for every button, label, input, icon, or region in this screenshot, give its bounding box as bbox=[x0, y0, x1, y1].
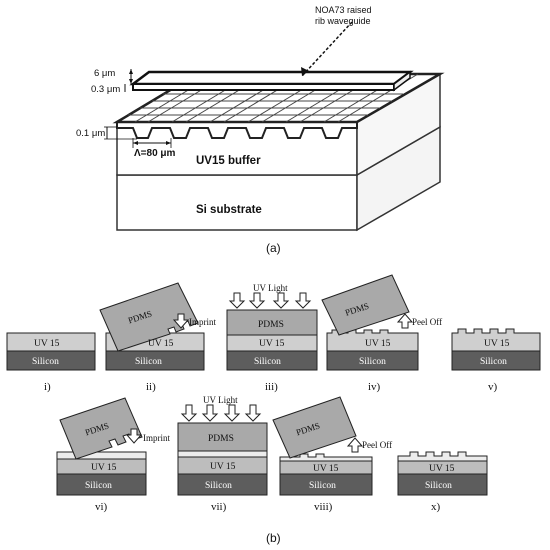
pdms-label: PDMS bbox=[208, 434, 234, 444]
figure-b-process-diagram: UV 15 Silicon i) PDMS Imprint UV 15 Sili… bbox=[6, 274, 541, 513]
silicon-layer bbox=[226, 350, 318, 371]
uv-light-arrows bbox=[228, 292, 312, 309]
waveguide-annotation-arrow bbox=[301, 21, 353, 77]
silicon-layer bbox=[56, 473, 147, 496]
pdms-stamp bbox=[177, 422, 268, 452]
step-i: UV 15 Silicon i) bbox=[6, 332, 96, 393]
step-label: ii) bbox=[146, 381, 156, 393]
grating-front-profile bbox=[116, 122, 358, 139]
uv15-top-layer bbox=[397, 451, 488, 462]
silicon-label: Silicon bbox=[480, 357, 507, 367]
step-label: vii) bbox=[211, 501, 227, 513]
peel-off-arrow bbox=[396, 313, 414, 329]
step-label: i) bbox=[44, 381, 51, 393]
caption-b: (b) bbox=[266, 531, 281, 545]
silicon-label: Silicon bbox=[135, 357, 162, 367]
peel-off-label: Peel Off bbox=[362, 440, 392, 450]
silicon-label: Silicon bbox=[309, 481, 336, 491]
pdms-stamp bbox=[321, 274, 410, 336]
rib-waveguide-front bbox=[132, 83, 395, 91]
pdms-stamp bbox=[59, 397, 143, 460]
uv15-top-layer bbox=[177, 450, 268, 458]
uv-light-arrows bbox=[180, 404, 262, 422]
pdms-stamp bbox=[99, 282, 199, 352]
silicon-layer bbox=[177, 473, 268, 496]
uv15-label: UV 15 bbox=[429, 464, 455, 474]
dimension-period: Λ=80 μm bbox=[132, 138, 176, 159]
peel-off-label: Peel Off bbox=[412, 317, 442, 327]
substrate-layer-label: Si substrate bbox=[196, 204, 262, 216]
rib-waveguide-end bbox=[393, 70, 411, 92]
silicon-label: Silicon bbox=[205, 481, 232, 491]
step-label: v) bbox=[488, 381, 498, 393]
waveguide-annotation-line2: rib waveguide bbox=[315, 16, 371, 26]
uv15-top-layer bbox=[56, 451, 147, 460]
silicon-layer bbox=[6, 350, 96, 371]
silicon-label: Silicon bbox=[425, 481, 452, 491]
step-iv: PDMS Peel Off UV 15 Silicon iv) bbox=[321, 274, 442, 393]
uv15-label: UV 15 bbox=[313, 464, 339, 474]
step-x: UV 15 Silicon x) bbox=[397, 451, 488, 513]
step-label: iii) bbox=[265, 381, 278, 393]
buffer-layer-label: UV15 buffer bbox=[196, 155, 261, 167]
dim-03um-label: 0.3 μm bbox=[91, 84, 120, 95]
substrate-front-face bbox=[116, 174, 358, 231]
uv15-label: UV 15 bbox=[365, 339, 391, 349]
silicon-label: Silicon bbox=[32, 357, 59, 367]
imprint-arrow bbox=[125, 428, 143, 444]
dim-01um-label: 0.1 μm bbox=[76, 128, 105, 139]
dimension-03um: 0.3 μm bbox=[91, 84, 126, 95]
step-iii: UV Light PDMS UV 15 Silicon iii) bbox=[226, 283, 318, 393]
uv15-label: UV 15 bbox=[91, 463, 117, 473]
dim-6um-label: 6 μm bbox=[94, 68, 115, 79]
step-label: x) bbox=[431, 501, 441, 513]
silicon-layer bbox=[279, 473, 373, 496]
imprint-label: Imprint bbox=[189, 317, 216, 327]
uv-light-label: UV Light bbox=[253, 283, 288, 293]
silicon-layer bbox=[105, 350, 205, 371]
silicon-label: Silicon bbox=[359, 357, 386, 367]
silicon-label: Silicon bbox=[254, 357, 281, 367]
figure-a-device-diagram: NOA73 raised rib waveguide 6 μm 0.3 μm 0… bbox=[76, 5, 445, 232]
dimension-6um: 6 μm bbox=[94, 68, 133, 84]
caption-a: (a) bbox=[266, 241, 281, 255]
imprint-arrow bbox=[172, 313, 190, 329]
dimension-01um: 0.1 μm bbox=[76, 126, 137, 140]
uv15-label: UV 15 bbox=[259, 339, 285, 349]
dim-period-label: Λ=80 μm bbox=[134, 148, 176, 159]
uv-light-label: UV Light bbox=[203, 395, 238, 405]
imprint-label: Imprint bbox=[143, 433, 170, 443]
uv15-label: UV 15 bbox=[484, 339, 510, 349]
step-v: UV 15 Silicon v) bbox=[451, 328, 541, 393]
uv15-label: UV 15 bbox=[34, 339, 60, 349]
uv15-layer bbox=[451, 328, 541, 352]
pdms-label: PDMS bbox=[258, 320, 284, 330]
step-viii: PDMS Peel Off UV 15 Silicon viii) bbox=[272, 396, 392, 513]
step-vii: UV Light PDMS UV 15 Silicon vii) bbox=[177, 395, 268, 513]
uv15-label: UV 15 bbox=[210, 462, 236, 472]
peel-off-arrow bbox=[346, 437, 364, 453]
waveguide-arrowhead bbox=[301, 67, 309, 76]
silicon-layer bbox=[451, 350, 541, 371]
waveguide-annotation-line1: NOA73 raised bbox=[315, 5, 372, 15]
silicon-layer bbox=[326, 350, 419, 371]
step-ii: PDMS Imprint UV 15 Silicon ii) bbox=[99, 282, 216, 393]
step-vi: PDMS Imprint UV 15 Silicon vi) bbox=[56, 397, 170, 513]
step-label: viii) bbox=[314, 501, 333, 513]
pdms-stamp bbox=[226, 309, 318, 336]
silicon-layer bbox=[397, 473, 488, 496]
silicon-label: Silicon bbox=[85, 481, 112, 491]
step-label: iv) bbox=[368, 381, 381, 393]
pdms-stamp bbox=[272, 396, 357, 459]
uv15-label: UV 15 bbox=[148, 339, 174, 349]
rib-waveguide-top bbox=[129, 70, 414, 86]
step-label: vi) bbox=[95, 501, 108, 513]
